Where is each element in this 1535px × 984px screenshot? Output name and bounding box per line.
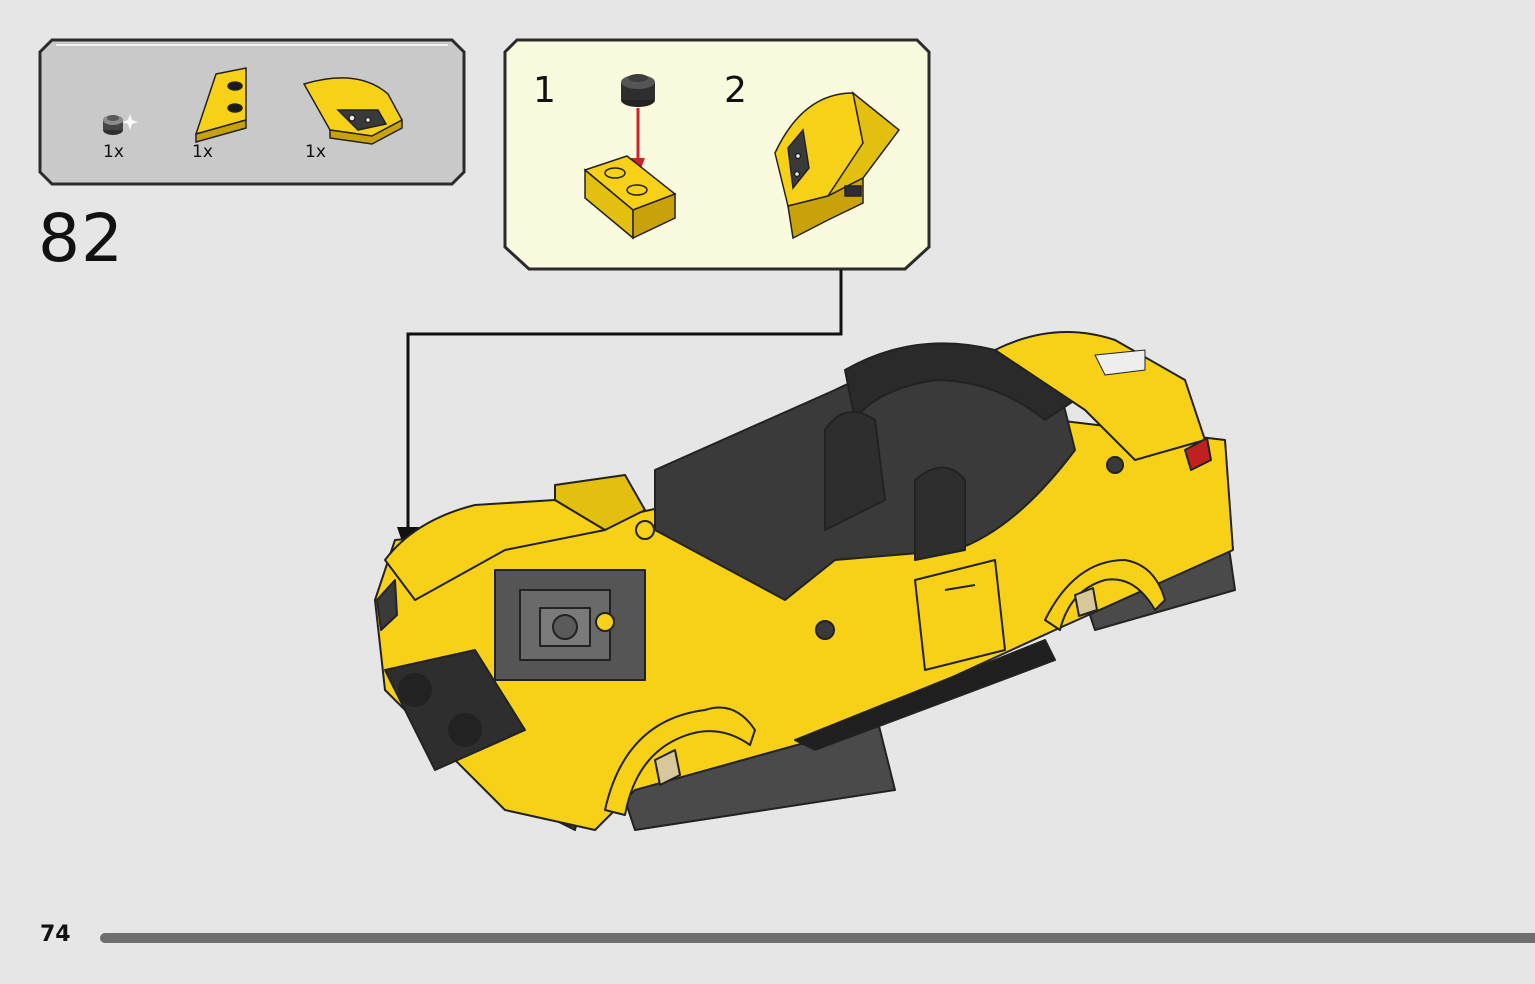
wedge-plate-icon	[194, 67, 247, 143]
sub-step-number: 1	[533, 70, 556, 111]
car-model-illustration	[374, 331, 1236, 831]
sub-build-panel	[503, 38, 931, 271]
quantity-label: 1x	[103, 142, 124, 162]
sub-step-1-illustration	[583, 74, 677, 240]
parts-list-panel	[38, 38, 466, 186]
page-progress-bar	[100, 933, 1535, 943]
sub-step-number: 2	[724, 70, 747, 111]
quantity-label: 1x	[192, 142, 213, 162]
round-plate-icon	[103, 114, 138, 135]
sub-step-2-illustration	[774, 91, 901, 240]
page-number: 74	[40, 922, 71, 947]
curved-slope-icon	[302, 77, 404, 145]
step-number: 82	[38, 200, 124, 277]
quantity-label: 1x	[305, 142, 326, 162]
